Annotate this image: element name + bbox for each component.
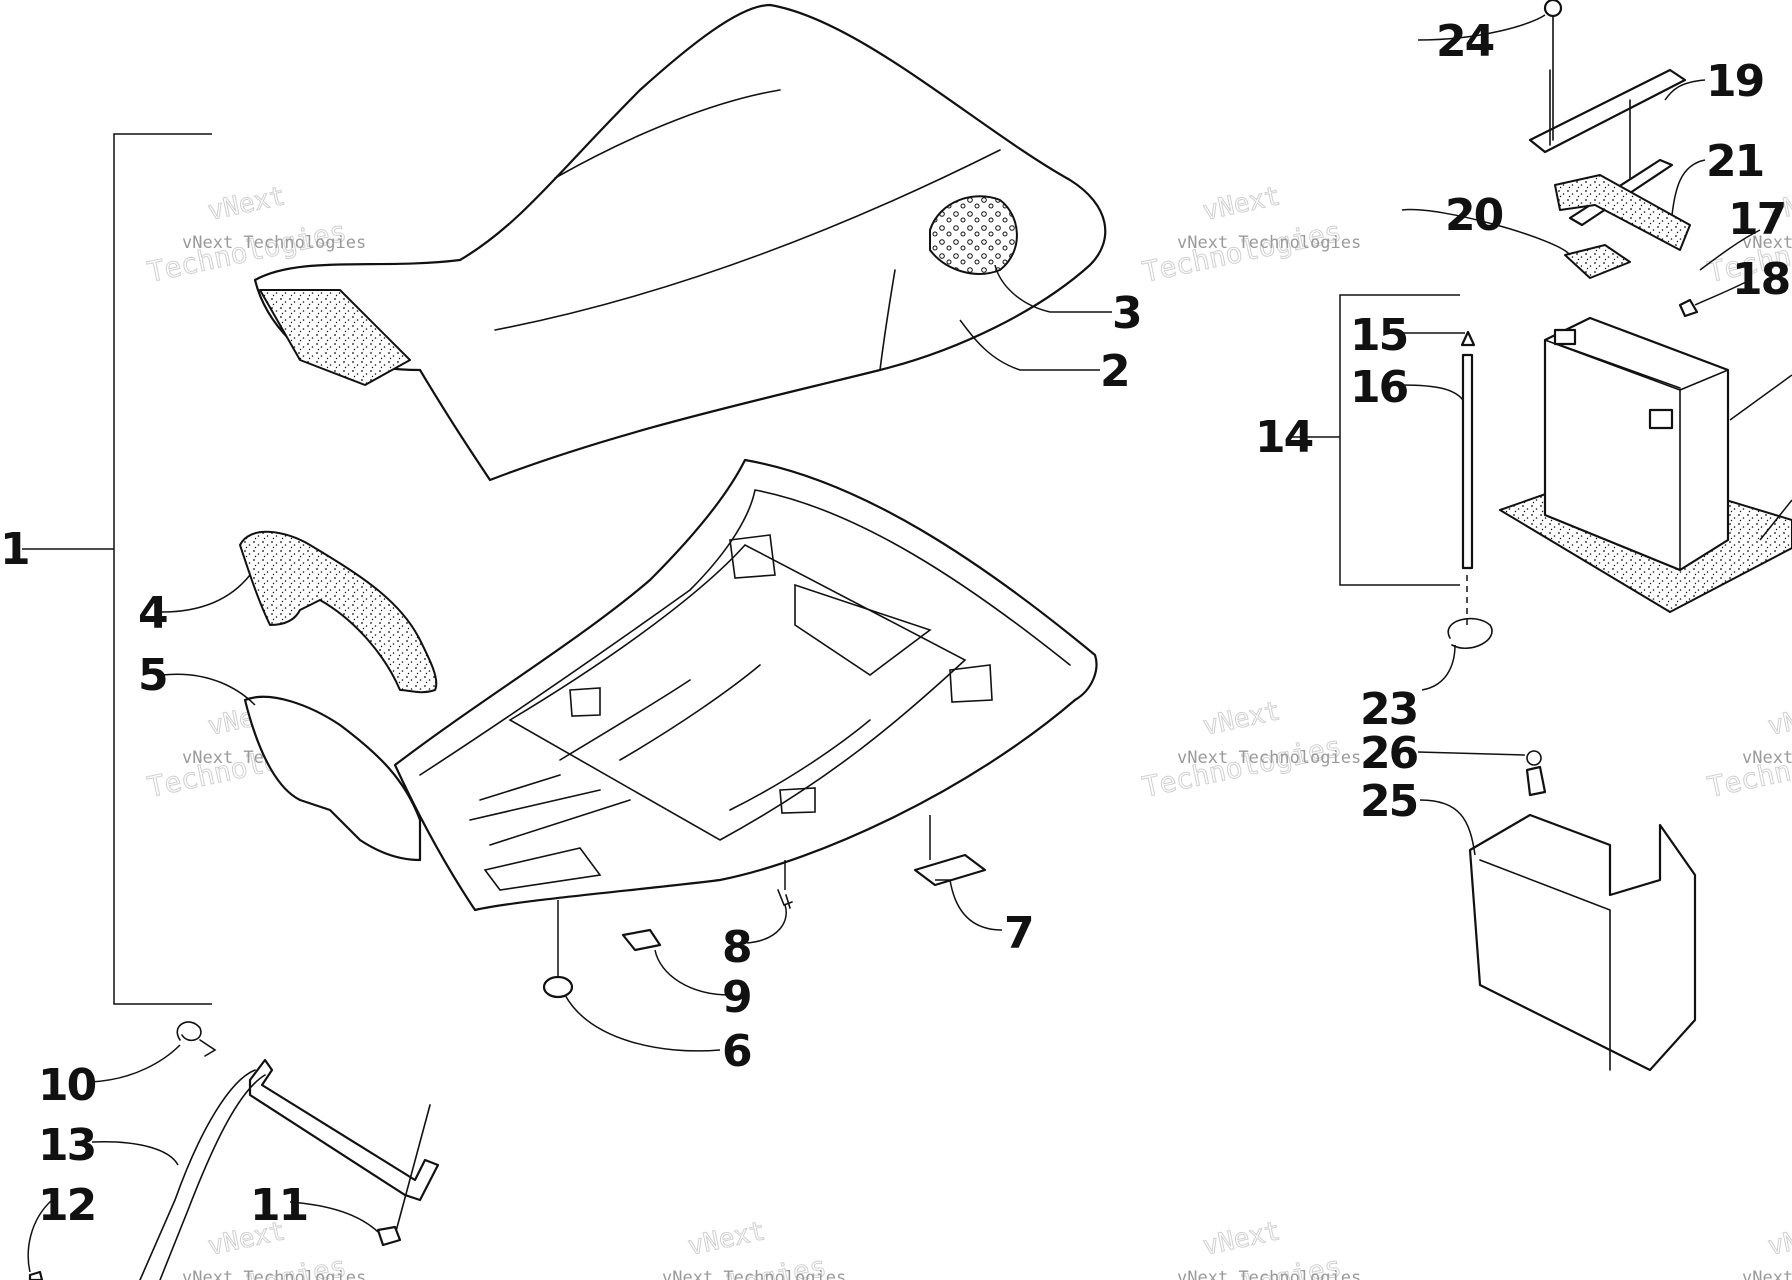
watermark-line1: vNext — [685, 1216, 768, 1262]
callout-2: 2 — [1100, 346, 1129, 397]
assembly-bracket-1 — [22, 133, 212, 1005]
watermark-line1: vNext — [205, 181, 288, 227]
screw-11 — [376, 1225, 402, 1247]
grommet-6 — [542, 975, 574, 999]
callout-25: 25 — [1360, 776, 1417, 827]
seat-base — [393, 458, 1098, 912]
callout-12: 12 — [38, 1180, 95, 1231]
watermark-line1: vNext — [1200, 1216, 1283, 1262]
seat-cover — [253, 3, 1107, 482]
foam-piece-4 — [239, 530, 438, 694]
callout-16: 16 — [1350, 362, 1408, 413]
callout-15: 15 — [1350, 310, 1407, 361]
watermark-caption: vNext Technologies — [1742, 1268, 1792, 1280]
watermark-caption: vNext Technologies — [182, 1268, 366, 1280]
leader-lines — [27, 14, 1792, 1273]
watermark-caption: vNext Technologies — [662, 1268, 846, 1280]
side-pad-5 — [243, 695, 422, 862]
callout-14: 14 — [1255, 412, 1313, 463]
watermark-caption: vNext Technologies — [1177, 233, 1361, 253]
watermark-caption: vNext Technologies — [1177, 1268, 1361, 1280]
callout-5: 5 — [138, 650, 167, 701]
callout-9: 9 — [722, 972, 751, 1023]
callout-11: 11 — [250, 1180, 307, 1231]
callout-layer: 1234567891011121314151617181920212324252… — [0, 16, 1791, 1231]
callout-1: 1 — [0, 524, 29, 575]
rod-13-inner — [159, 1074, 266, 1280]
callout-6: 6 — [722, 1026, 751, 1077]
callout-13: 13 — [38, 1120, 95, 1171]
battery-group — [1290, 0, 1792, 1072]
watermark-caption: vNext Technologies — [1742, 748, 1792, 768]
spring-10 — [176, 1021, 217, 1057]
watermark-line1: vNext — [1200, 696, 1283, 742]
callout-10: 10 — [38, 1060, 96, 1111]
callout-26: 26 — [1360, 728, 1418, 779]
clip-8 — [777, 889, 793, 909]
watermark-caption: vNext Technologies — [1742, 233, 1792, 253]
callout-18: 18 — [1732, 254, 1789, 305]
callout-3: 3 — [1112, 288, 1141, 339]
callout-4: 4 — [138, 588, 167, 639]
callout-17: 17 — [1728, 194, 1785, 245]
callout-8: 8 — [722, 922, 751, 973]
watermark-line1: vNext — [1765, 696, 1792, 742]
callout-19: 19 — [1706, 56, 1763, 107]
callout-20: 20 — [1445, 190, 1503, 241]
callout-21: 21 — [1706, 136, 1763, 187]
rod-13 — [139, 1069, 256, 1280]
callout-24: 24 — [1436, 16, 1494, 67]
watermark-caption: vNext Technologies — [182, 233, 366, 253]
watermark-caption: vNext Technologies — [1177, 748, 1361, 768]
callout-7: 7 — [1004, 908, 1033, 959]
watermark-line1: vNext — [1765, 1216, 1792, 1262]
pad-7 — [913, 853, 987, 887]
callout-23: 23 — [1360, 684, 1417, 735]
strip-9 — [621, 928, 662, 952]
latch-bar — [248, 1058, 440, 1202]
watermark-line1: vNext — [1200, 181, 1283, 227]
